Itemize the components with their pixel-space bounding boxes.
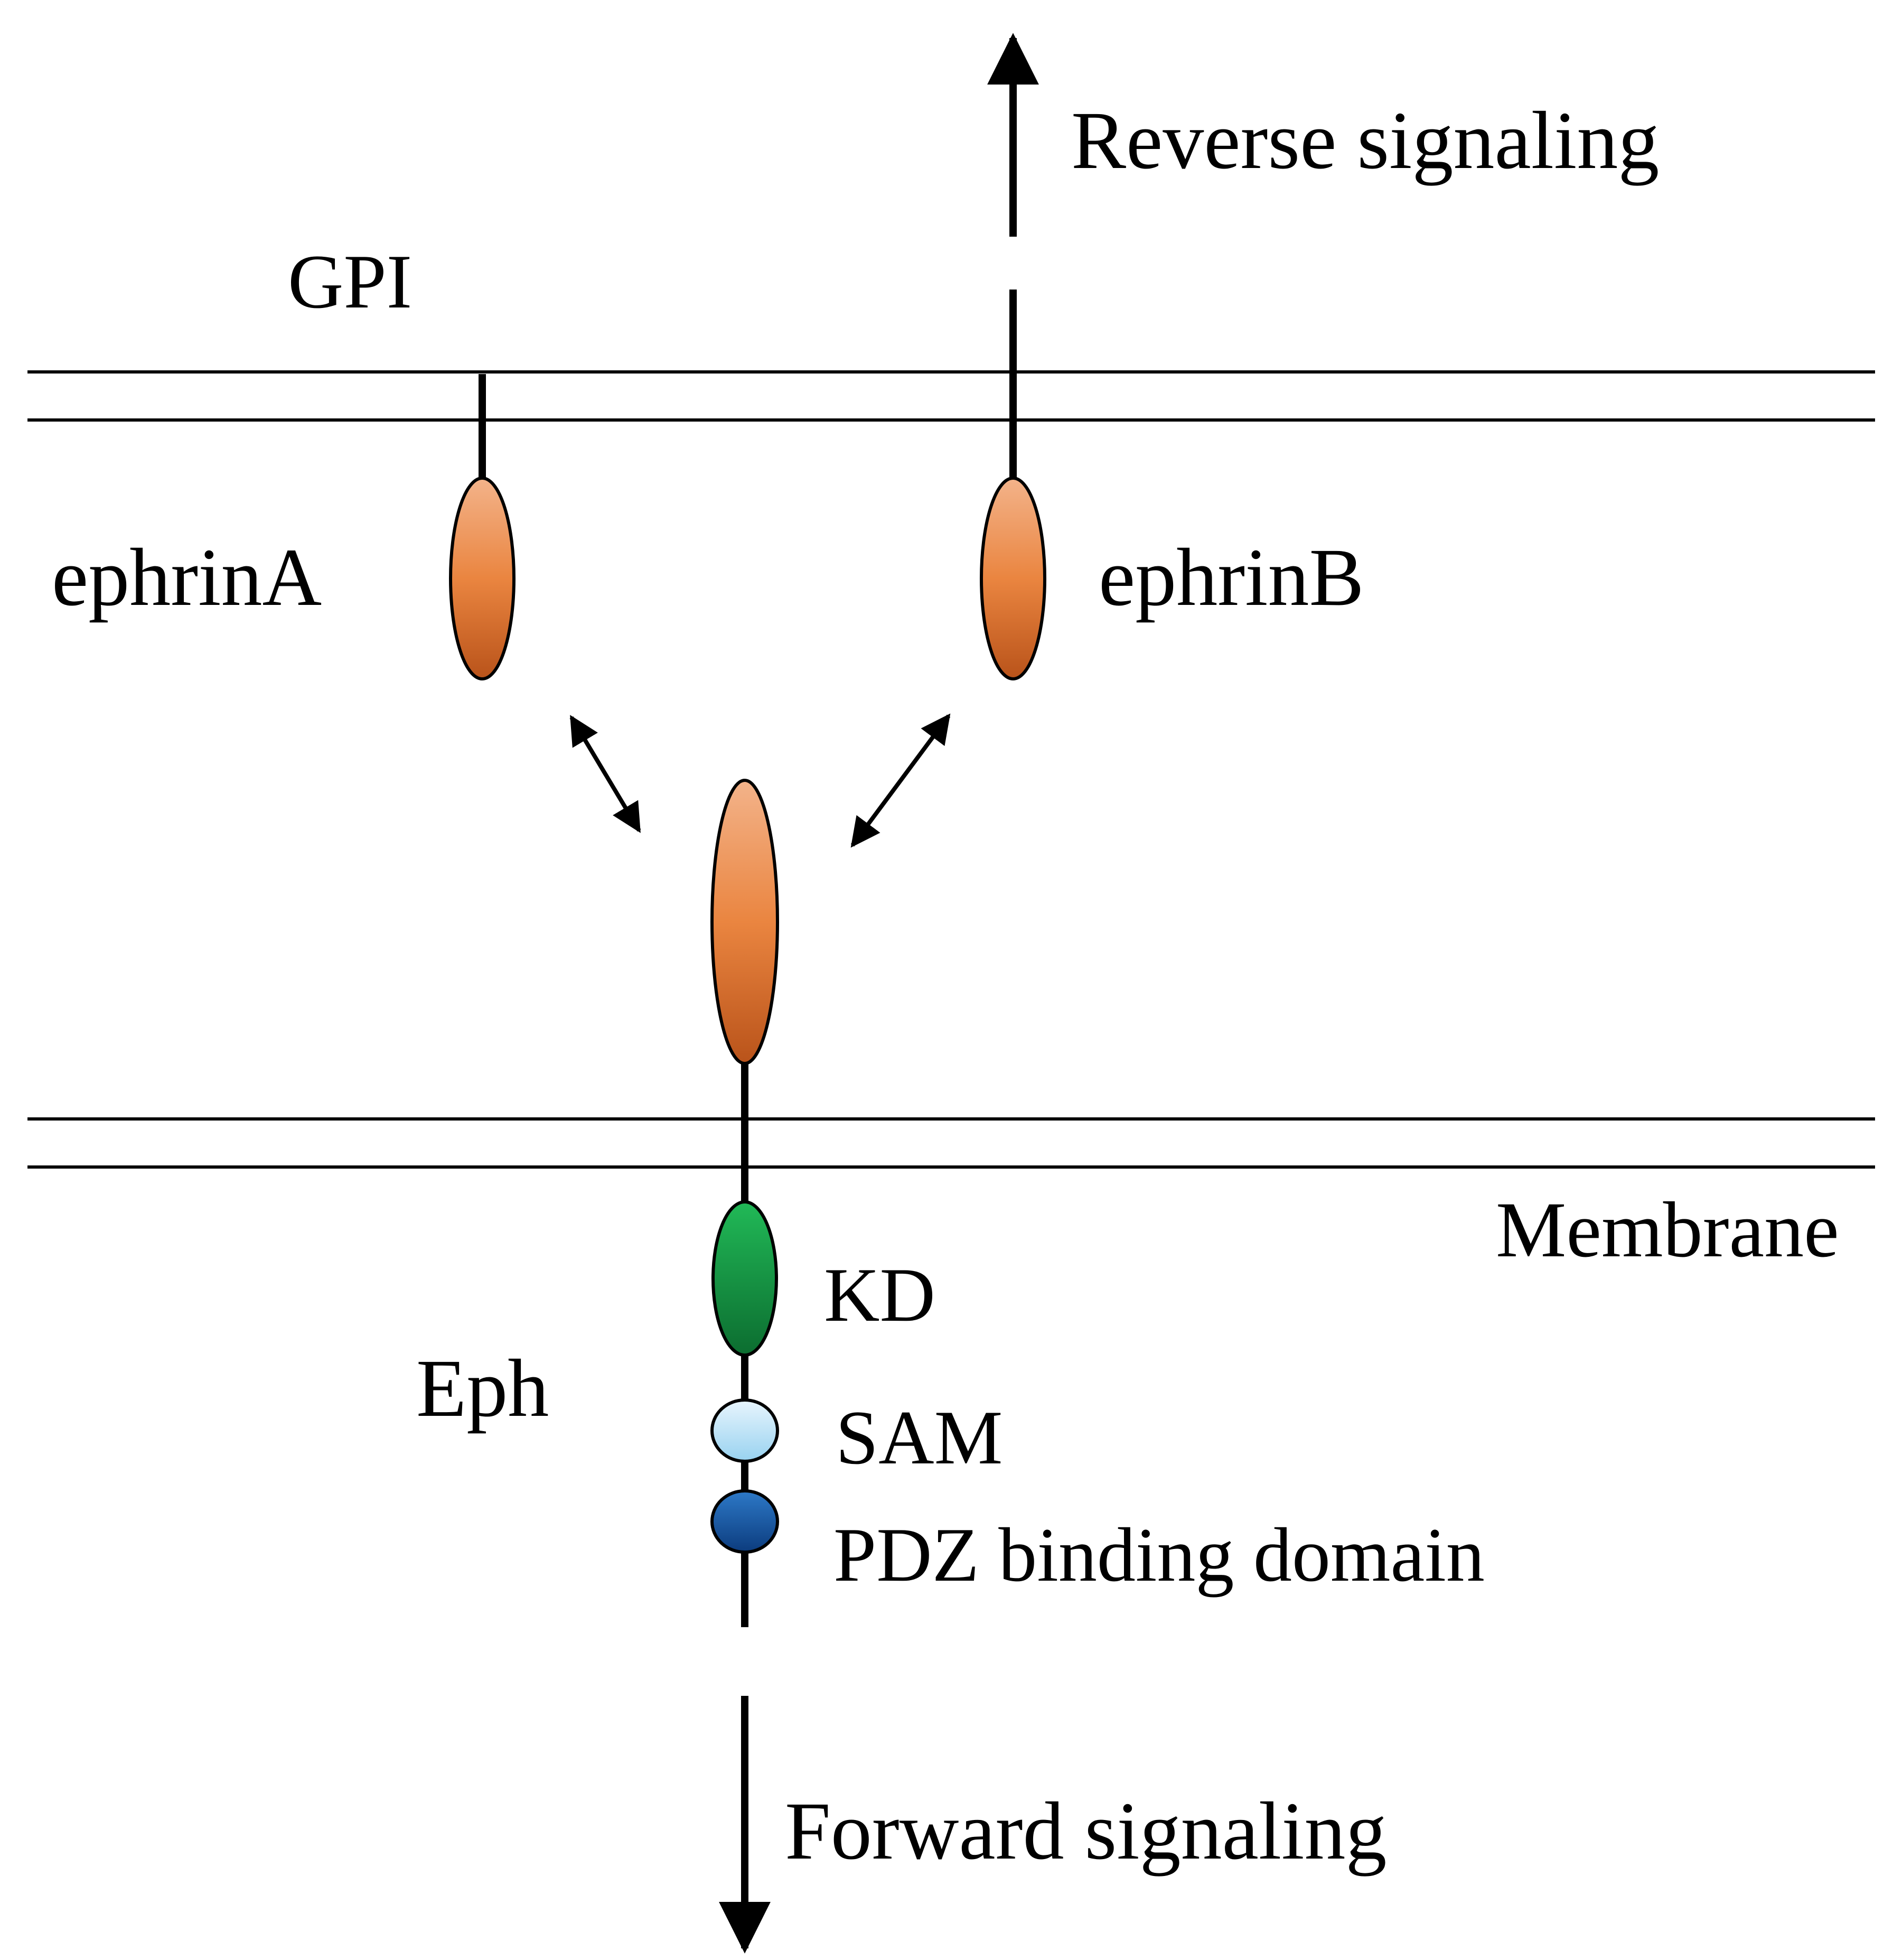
membrane-label: Membrane bbox=[1496, 1186, 1839, 1274]
ephrin-b-binding-arrow bbox=[850, 713, 951, 848]
pdz-binding-domain-label: PDZ binding domain bbox=[833, 1512, 1485, 1598]
ephrin-a-label: ephrinA bbox=[52, 531, 322, 623]
upper-membrane bbox=[27, 370, 1875, 422]
pdz-binding-domain bbox=[710, 1489, 779, 1554]
eph-label: Eph bbox=[416, 1342, 549, 1434]
ephrin-b-label: ephrinB bbox=[1099, 531, 1364, 623]
eph-ligand-binding-domain bbox=[710, 779, 779, 1065]
ephrin-a bbox=[449, 374, 516, 680]
ephrin-a-binding-arrow bbox=[569, 715, 641, 833]
kd-label: KD bbox=[824, 1252, 935, 1338]
sam-label: SAM bbox=[836, 1395, 1002, 1480]
kinase-domain bbox=[711, 1200, 778, 1357]
ephrin-a-domain bbox=[449, 477, 516, 680]
ephrin-b bbox=[980, 372, 1046, 680]
reverse-signaling-label: Reverse signaling bbox=[1071, 95, 1659, 186]
lower-membrane bbox=[27, 1117, 1875, 1169]
sam-domain bbox=[710, 1398, 779, 1463]
eph-receptor bbox=[710, 779, 779, 1627]
forward-signaling-label: Forward signaling bbox=[785, 1785, 1387, 1877]
ephrin-b-domain bbox=[980, 477, 1046, 680]
gpi-label: GPI bbox=[288, 239, 412, 324]
